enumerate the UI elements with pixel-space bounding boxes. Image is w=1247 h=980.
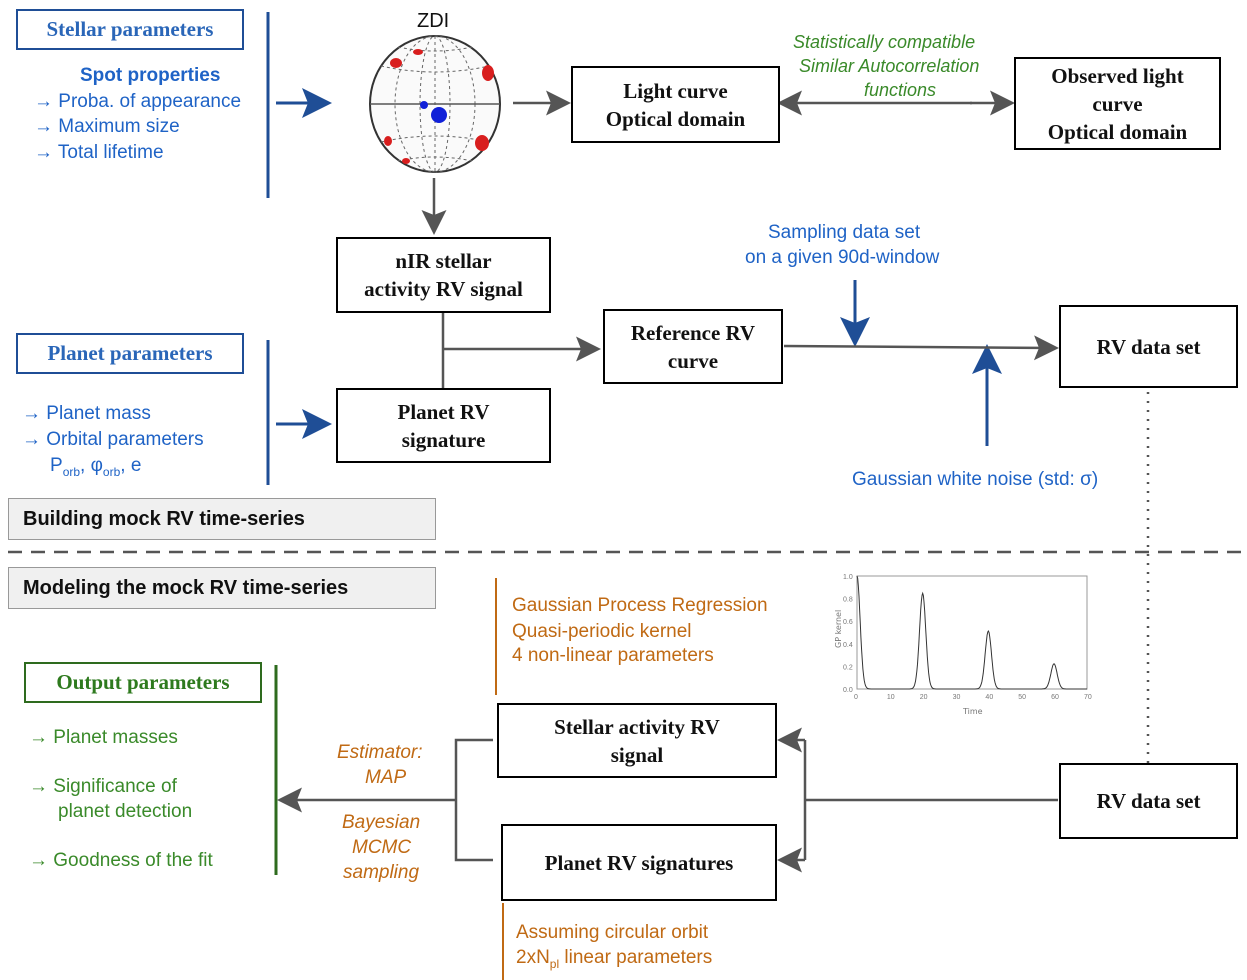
kernel-ytick: 0.2 — [843, 664, 853, 671]
gp-note-line1: Gaussian Process Regression — [512, 595, 768, 616]
light-curve-line2: Optical domain — [605, 106, 746, 131]
circular-note-line2: 2xNpl linear parameters — [516, 947, 713, 971]
compat-note-line2: Similar Autocorrelation — [799, 56, 980, 76]
kernel-xtick: 60 — [1051, 694, 1059, 701]
estimator-line1: Estimator: — [337, 742, 423, 763]
output-item-significance: → Significance of — [29, 776, 177, 797]
stellar-activity-box: Stellar activity RV signal — [497, 703, 777, 778]
kernel-xtick: 0 — [854, 694, 858, 701]
bayes-line2: MCMC — [352, 837, 412, 858]
sampling-note-line1: Sampling data set — [768, 222, 921, 243]
light-curve-box: Light curve Optical domain — [571, 66, 780, 143]
sampling-note-line2: on a given 90d-window — [745, 247, 940, 268]
kernel-plot-frame — [856, 575, 1088, 690]
kernel-xtick: 50 — [1018, 694, 1026, 701]
noise-note: Gaussian white noise (std: σ) — [852, 469, 1099, 490]
bayes-line1: Bayesian — [342, 812, 421, 833]
kernel-ylabel: GP kernel — [834, 610, 843, 648]
planet-signatures-box: Planet RV signatures — [501, 824, 777, 901]
kernel-curve — [856, 575, 1087, 690]
reference-rv-box: Reference RV curve — [603, 309, 783, 384]
reference-line1: Reference RV — [630, 320, 756, 345]
estimator-line2: MAP — [365, 767, 407, 788]
bayes-line3: sampling — [343, 862, 420, 883]
kernel-xlabel: Time — [962, 707, 983, 716]
gp-note-line2: Quasi-periodic kernel — [512, 621, 692, 642]
section-modeling: Modeling the mock RV time-series — [8, 567, 436, 609]
stellar-activity-line2: signal — [610, 742, 664, 767]
kernel-xtick: 70 — [1084, 694, 1092, 701]
planet-rv-signature-box: Planet RV signature — [336, 388, 551, 463]
observed-line3: Optical domain — [1047, 119, 1188, 144]
kernel-ytick: 0.6 — [843, 619, 853, 626]
nir-line1: nIR stellar — [395, 249, 492, 273]
kernel-ytick: 0.0 — [843, 687, 853, 694]
gp-note-line3: 4 non-linear parameters — [512, 645, 714, 666]
output-parameters-header: Output parameters — [24, 662, 262, 703]
kernel-xtick: 40 — [985, 694, 993, 701]
kernel-ytick: 0.8 — [843, 597, 853, 604]
spot-properties-title: Spot properties — [80, 65, 221, 86]
stellar-parameters-header: Stellar parameters — [16, 9, 244, 50]
light-curve-line1: Light curve — [623, 78, 728, 103]
zdi-label: ZDI — [417, 10, 450, 32]
reference-line2: curve — [667, 348, 719, 373]
section-building: Building mock RV time-series — [8, 498, 436, 540]
nir-activity-box: nIR stellar activity RV signal — [336, 237, 551, 313]
compat-note-line1: Statistically compatible — [793, 32, 976, 52]
reference-to-rv-arrow — [783, 335, 1059, 361]
planet-item-orbital: → Orbital parameters — [22, 429, 204, 450]
circular-note-line1: Assuming circular orbit — [516, 922, 709, 943]
gp-kernel-plot: GP kernel Time 0 10 20 30 40 50 60 70 0.0 0.2 0.4… — [834, 574, 1092, 716]
observed-line1: Observed light — [1051, 63, 1184, 88]
merge-left — [454, 738, 493, 862]
kernel-xtick: 20 — [920, 694, 928, 701]
spot-item-lifetime: → Total lifetime — [34, 142, 164, 163]
output-item-masses: → Planet masses — [29, 727, 178, 748]
rv-data-set-box-bottom: RV data set — [1059, 763, 1238, 839]
planet-rv-line2: signature — [401, 427, 486, 452]
orbital-symbols: Porb, φorb, e — [50, 455, 142, 479]
kernel-ytick: 0.4 — [843, 642, 853, 649]
compat-note-line3: functions — [864, 80, 937, 100]
kernel-xtick: 30 — [953, 694, 961, 701]
kernel-xtick: 10 — [887, 694, 895, 701]
zdi-sphere-image — [369, 35, 501, 173]
rv-data-set-box-top: RV data set — [1059, 305, 1238, 388]
planet-parameters-header: Planet parameters — [16, 333, 244, 374]
spot-item-size: → Maximum size — [34, 116, 180, 137]
output-item-detection: planet detection — [58, 801, 193, 822]
observed-light-curve-box: Observed light curve Optical domain — [1014, 57, 1221, 150]
nir-line2: activity RV signal — [364, 277, 523, 301]
observed-line2: curve — [1092, 91, 1143, 116]
planet-item-mass: → Planet mass — [22, 403, 151, 424]
planet-rv-line1: Planet RV — [397, 399, 490, 424]
output-item-goodness: → Goodness of the fit — [29, 850, 213, 871]
spot-item-appearance: → Proba. of appearance — [34, 91, 242, 112]
kernel-ytick: 1.0 — [843, 574, 853, 581]
stellar-activity-line1: Stellar activity RV — [554, 714, 720, 739]
